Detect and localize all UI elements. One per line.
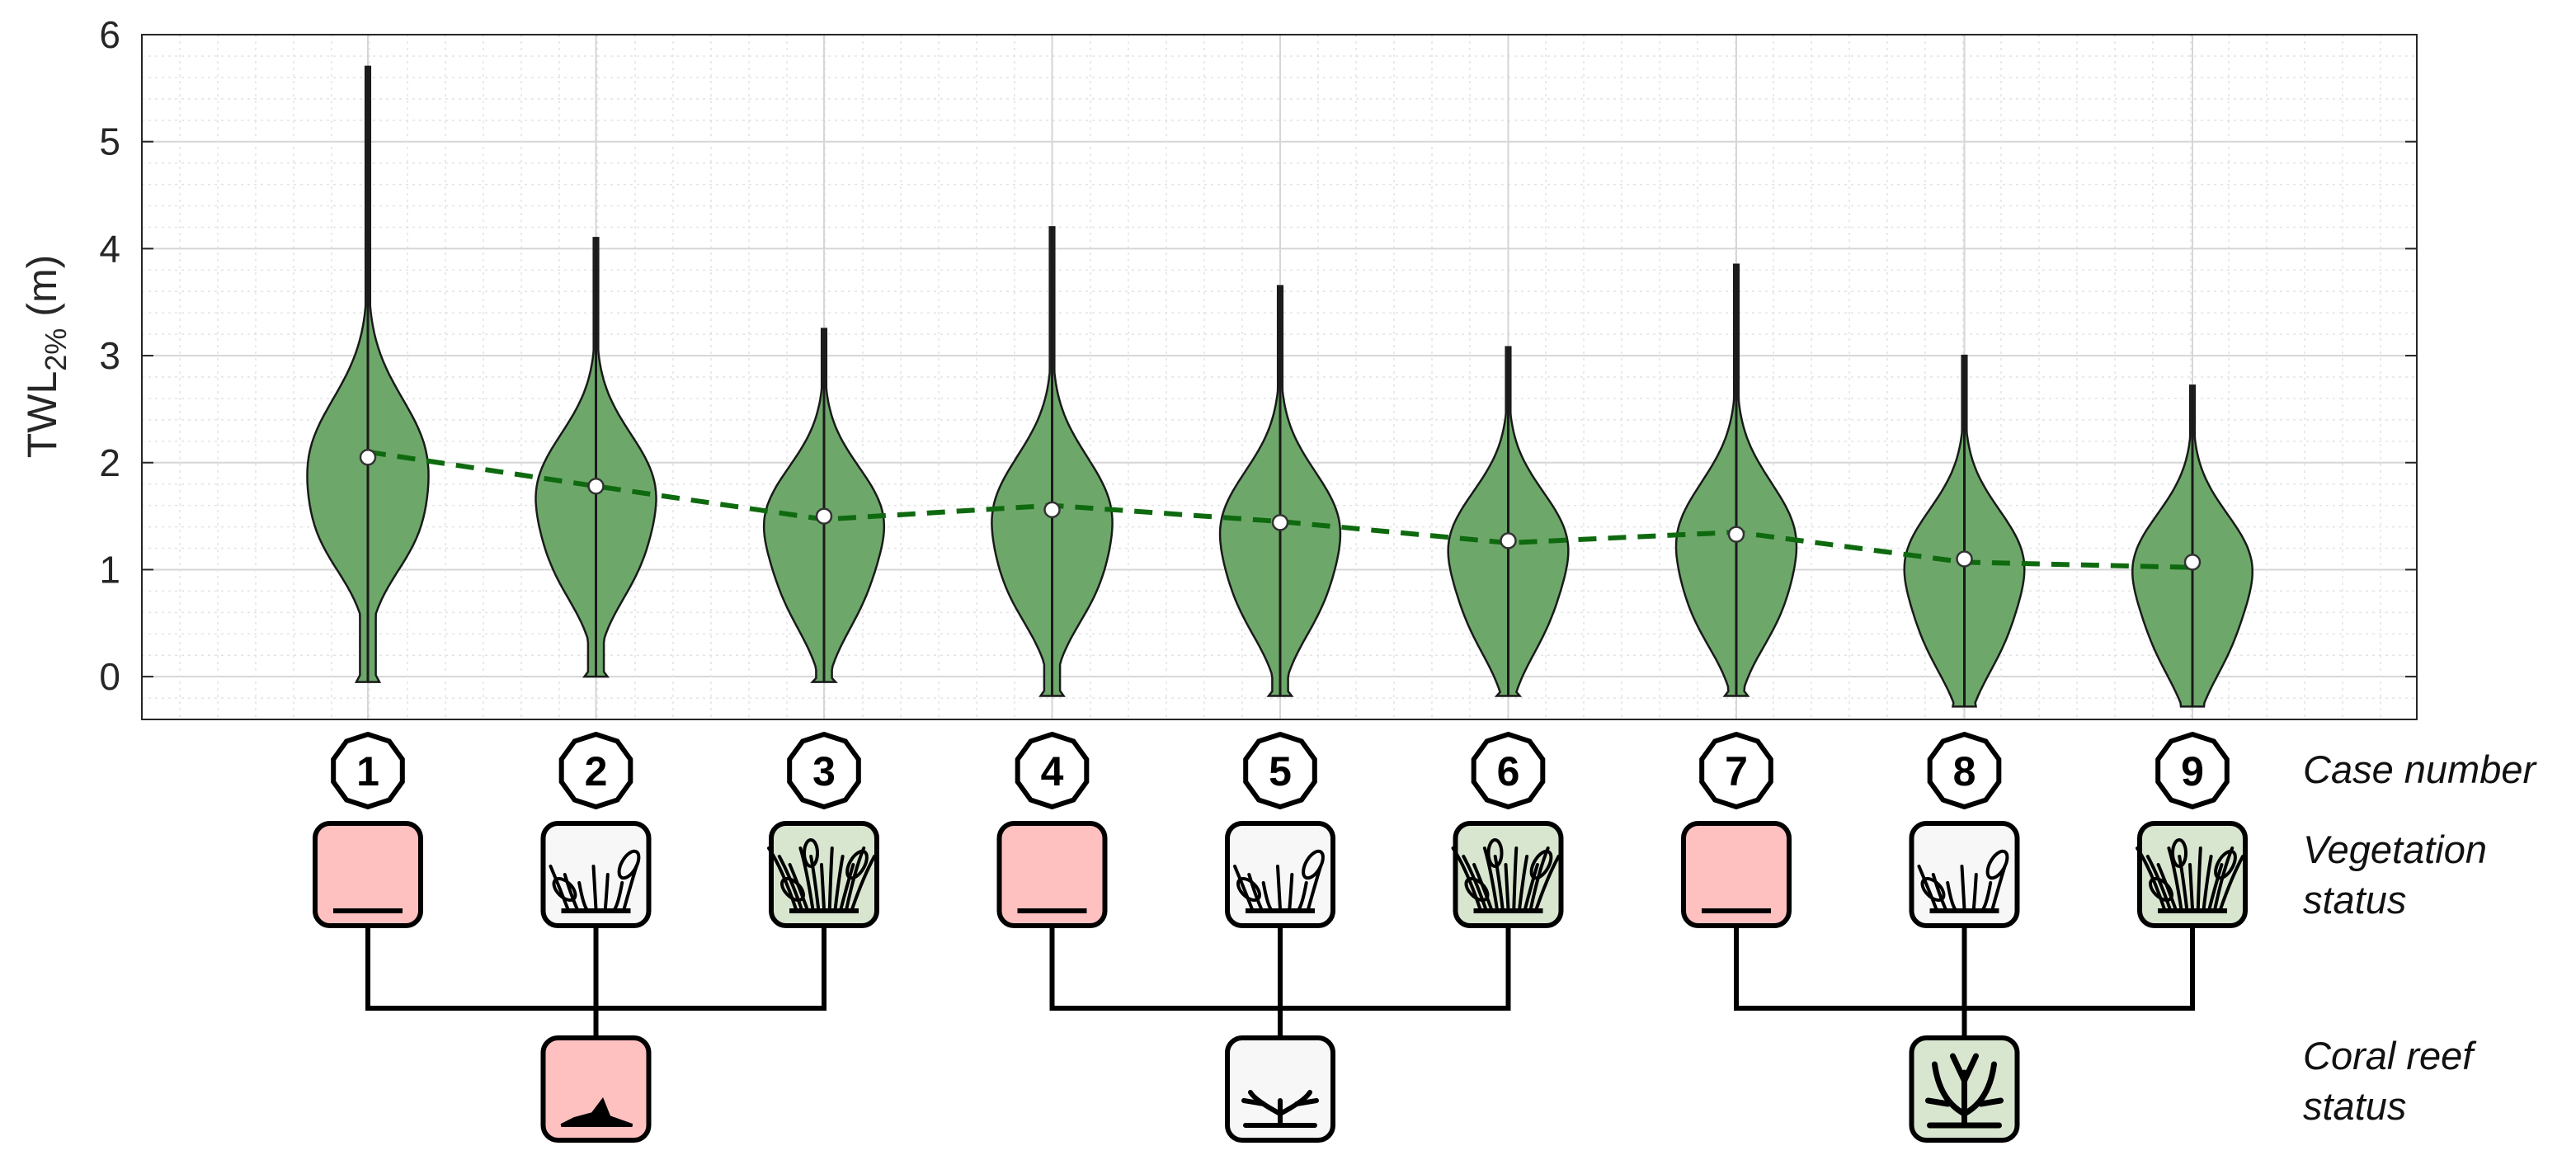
coral-status-label-line2: status (2303, 1084, 2406, 1128)
case-badge (2155, 731, 2230, 810)
y-tick-label: 3 (99, 334, 120, 377)
case-number-label: Case number (2303, 747, 2537, 791)
leaf-icon (1529, 849, 1553, 880)
leaf-icon (617, 849, 641, 880)
case-badge (1699, 731, 1773, 810)
coral-status-row (540, 1035, 2020, 1143)
vegetation-icon-dense (1451, 821, 1564, 928)
vegetation-icon-dense (767, 821, 879, 928)
case-number-5: 5 (1269, 748, 1292, 795)
coral-box (1225, 1035, 1335, 1143)
leaf-icon (552, 877, 577, 902)
leaf-icon (845, 849, 869, 880)
status-tree (365, 926, 2195, 1038)
vegetation-status-label-line2: status (2303, 878, 2406, 922)
y-axis-label: TWL2% (m) (19, 255, 73, 459)
median-marker (1956, 550, 1973, 568)
median-marker (815, 507, 833, 525)
case-number-3: 3 (812, 748, 836, 795)
median-marker (359, 449, 377, 466)
case-number-4: 4 (1041, 748, 1064, 795)
y-tick-label: 1 (99, 548, 120, 591)
leaf-icon (2171, 838, 2187, 868)
grass-icon (1233, 865, 1322, 911)
case-badge (1015, 731, 1090, 810)
case-number-8: 8 (1953, 748, 1976, 795)
leaf-icon (803, 838, 819, 868)
y-axis-label-unit: (m) (19, 255, 65, 317)
case-numbers: 1 2 3 4 5 6 7 8 9 (331, 731, 2230, 810)
y-tick-label: 6 (99, 13, 120, 56)
leaf-icon (1486, 838, 1504, 868)
vegetation-icon-none (1681, 821, 1792, 928)
median-marker (1043, 501, 1061, 519)
coral-branch-icon (1241, 1090, 1319, 1128)
trend-line-group (367, 449, 2193, 570)
vegetation-icon-sparse (540, 821, 652, 928)
violins (306, 65, 2253, 708)
median-marker (1500, 532, 1517, 549)
vegetation-box (313, 821, 423, 928)
vegetation-icon-dense (2136, 821, 2248, 928)
leaf-icon (780, 877, 805, 902)
vegetation-box (1681, 821, 1792, 928)
case-badge (1243, 731, 1317, 810)
case-badge (331, 731, 405, 810)
case-number-1: 1 (356, 748, 379, 795)
leaf-icon (1985, 849, 2009, 880)
case-number-9: 9 (2181, 748, 2204, 795)
vegetation-icon-none (996, 821, 1108, 928)
y-ticks: 0 1 2 3 4 5 6 (99, 13, 2417, 698)
coral-box (540, 1035, 652, 1143)
y-axis-label-main: TWL (19, 371, 65, 459)
median-marker (587, 478, 605, 495)
leaf-icon (2149, 877, 2173, 902)
leaf-icon (2214, 849, 2237, 880)
case-badge (1471, 731, 1546, 810)
leaf-icon (1464, 877, 1490, 902)
leaf-icon (1236, 877, 1261, 902)
median-marker (1727, 526, 1745, 543)
vegetation-status-row (313, 821, 2248, 928)
y-tick-label: 4 (99, 227, 120, 270)
y-tick-label: 5 (99, 120, 120, 163)
coral-branch-icon (1925, 1053, 2004, 1129)
leaf-icon (1920, 877, 1946, 902)
y-tick-label: 0 (99, 655, 120, 698)
trend-line (367, 449, 2193, 570)
case-number-6: 6 (1497, 748, 1520, 795)
coral-status-label-line1: Coral reef (2303, 1034, 2477, 1077)
y-axis-label-subscript: 2% (39, 328, 73, 371)
case-number-2: 2 (585, 748, 608, 795)
median-marker (1271, 514, 1289, 531)
vegetation-icon-sparse (1225, 821, 1335, 928)
grass-icon (549, 865, 638, 911)
vegetation-status-label-line1: Vegetation (2303, 828, 2487, 871)
case-badge (787, 731, 861, 810)
vegetation-icon-sparse (1909, 821, 2020, 928)
vegetation-icon-none (313, 821, 423, 928)
plot-frame (141, 34, 2418, 720)
coral-icon-healthy (1909, 1035, 2020, 1143)
leaf-icon (1302, 849, 1325, 880)
case-number-7: 7 (1725, 748, 1748, 795)
coral-icon-intermediate (1225, 1035, 1335, 1143)
median-marker (2183, 554, 2202, 571)
vegetation-box (996, 821, 1108, 928)
case-badge (558, 731, 633, 810)
y-tick-label: 2 (99, 441, 120, 484)
case-badge (1927, 731, 2002, 810)
grass-icon (1917, 865, 2007, 911)
coral-icon-degraded (540, 1035, 652, 1143)
coral-rubble-icon (560, 1096, 633, 1127)
